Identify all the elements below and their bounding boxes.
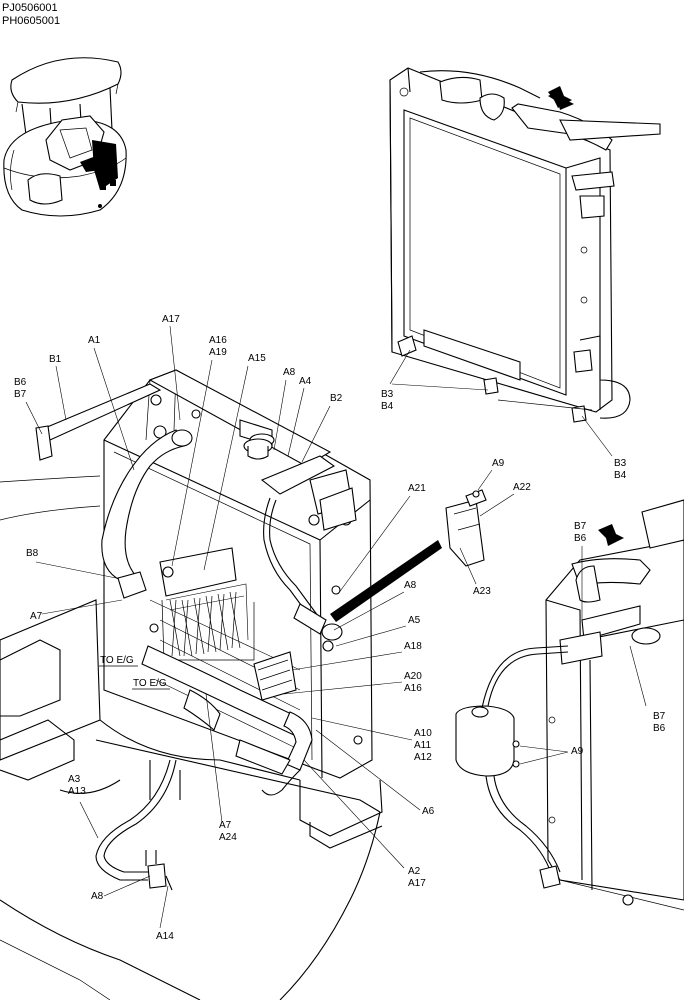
callout-a9_top: A9 (492, 458, 505, 469)
radiator-caps (243, 438, 273, 460)
callout-a16_a19-0: A16 (209, 335, 227, 346)
callout-a7_left: A7 (30, 611, 43, 622)
callout-b7_b6_right-1: B6 (653, 723, 666, 734)
callout-a22: A22 (513, 482, 531, 493)
drawing-code-1: PJ0506001 (2, 2, 58, 14)
view-direction-arrow-top (548, 90, 574, 110)
callout-b2: B2 (330, 393, 343, 404)
callout-a7_a24-0: A7 (219, 820, 232, 831)
callout-a8_top: A8 (283, 367, 296, 378)
callout-a23: A23 (473, 586, 491, 597)
callout-a10_a11_a12-1: A11 (414, 740, 431, 751)
callout-a9_right: A9 (571, 746, 584, 757)
routing-labels: TO E/G TO E/G (100, 655, 167, 689)
callout-b3_b4_mid-1: B4 (381, 401, 394, 412)
callout-a2_a17-0: A2 (408, 866, 421, 877)
drawing-code-header: PJ0506001 PH0605001 (2, 2, 60, 28)
routing-label-to_eg_2: TO E/G (133, 678, 167, 689)
callout-a10_a11_a12-0: A10 (414, 728, 432, 739)
callout-b6_b7_left-0: B6 (14, 377, 27, 388)
callout-a6: A6 (422, 806, 435, 817)
radiator-hoses (95, 429, 343, 891)
reserve-tank-bracket-detail (445, 489, 487, 567)
machine-locator-view (3, 57, 127, 217)
callout-a16_a19-1: A19 (209, 347, 227, 358)
callout-a20_a16-1: A16 (404, 683, 422, 694)
callout-b1: B1 (49, 354, 62, 365)
callout-a1: A1 (88, 335, 101, 346)
callout-a18: A18 (404, 641, 422, 652)
callout-a3_a13-0: A3 (68, 774, 81, 785)
radiator-view-top-right (389, 67, 661, 423)
brackets-and-stays (35, 383, 357, 531)
callout-b3_b4_right-1: B4 (614, 470, 627, 481)
routing-label-to_eg_1: TO E/G (100, 655, 134, 666)
callout-b3_b4_mid-0: B3 (381, 389, 394, 400)
callout-a17_top: A17 (162, 314, 180, 325)
callout-a21: A21 (408, 483, 426, 494)
callout-b7_b6_right-0: B7 (653, 711, 666, 722)
callout-b7_b6_right_top-1: B6 (574, 533, 587, 544)
callout-b6_b7_left-1: B7 (14, 389, 27, 400)
callout-a14: A14 (156, 931, 174, 942)
callout-a20_a16-0: A20 (404, 671, 422, 682)
callout-a10_a11_a12-2: A12 (414, 752, 432, 763)
callout-a15: A15 (248, 353, 266, 364)
callout-a8_bottom: A8 (91, 891, 104, 902)
callout-a4: A4 (299, 376, 312, 387)
callout-leader-lines (25, 325, 647, 929)
callout-a8_mid: A8 (404, 580, 417, 591)
callout-a5: A5 (408, 615, 421, 626)
drawing-code-2: PH0605001 (2, 15, 61, 27)
callout-b8: B8 (26, 548, 39, 559)
callout-a2_a17-1: A17 (408, 878, 426, 889)
callout-b7_b6_right_top-0: B7 (574, 521, 587, 532)
callout-b3_b4_right-0: B3 (614, 458, 627, 469)
view-direction-arrow-right (598, 524, 624, 546)
callout-a7_a24-1: A24 (219, 832, 237, 843)
detail-reference-arrow (330, 540, 442, 622)
radiator-view-bottom-right (455, 499, 684, 911)
callout-a3_a13-1: A13 (68, 786, 86, 797)
main-radiator-assembly (103, 369, 373, 779)
